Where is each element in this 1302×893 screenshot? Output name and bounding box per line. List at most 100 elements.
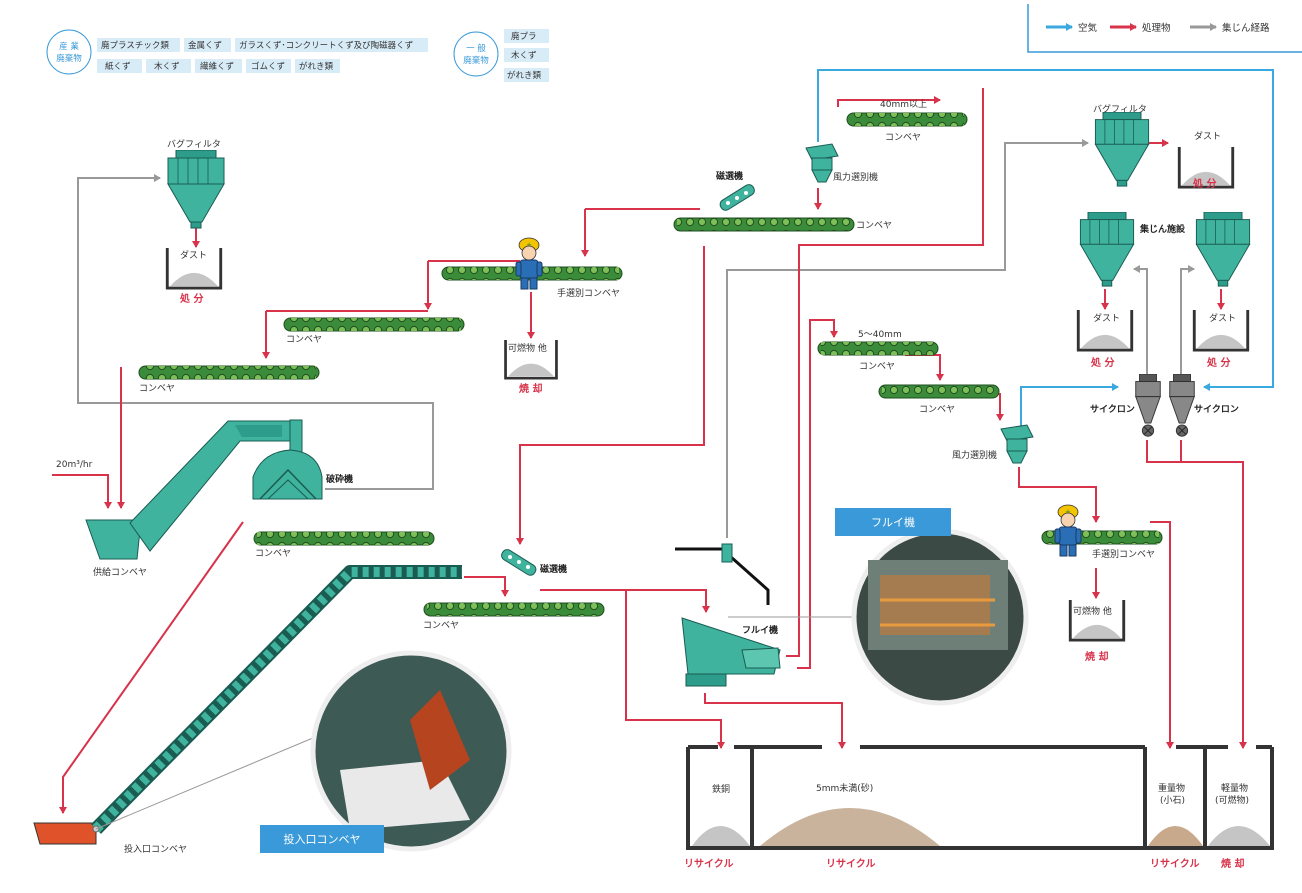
combustibles-bin <box>1068 600 1126 642</box>
light-pile <box>1208 826 1270 846</box>
dust-collector-left <box>1079 212 1135 287</box>
disposal-label: 処 分 <box>1192 177 1216 190</box>
light-sublabel: (可燃物) <box>1215 794 1249 806</box>
category-chip <box>184 38 231 52</box>
category-chip-text: 廃プラスチック類 <box>101 40 169 51</box>
photo-sieve-caption: フルイ機 <box>871 515 915 529</box>
dust-collector-right <box>1195 212 1251 287</box>
combustibles-label: 可燃物 他 <box>1073 605 1112 617</box>
incineration-label: 焼 却 <box>519 382 542 395</box>
cyclone-left <box>1135 374 1161 437</box>
over-40mm-label: 40mm以上 <box>880 99 927 110</box>
cyclone-right <box>1169 374 1195 437</box>
photo-inlet-caption-box <box>260 825 384 853</box>
magnetic-separator-label: 磁選機 <box>540 563 567 575</box>
category-chip <box>295 59 340 73</box>
legend-dust-route-label: 集じん経路 <box>1222 22 1270 34</box>
magnetic-separator-label: 磁選機 <box>716 170 743 182</box>
heavy-pile <box>1148 826 1203 846</box>
conveyor-label: コンベヤ <box>255 549 291 559</box>
inlet-conveyor <box>33 565 462 845</box>
dust-collection-label: 集じん施設 <box>1139 223 1186 235</box>
disposal-label: 処 分 <box>1090 356 1114 369</box>
general-waste-badge <box>453 31 499 77</box>
general-label-1: 一 般 <box>466 43 486 54</box>
cyclone-label: サイクロン <box>1090 404 1135 415</box>
inlet-conveyor-label: 投入口コンベヤ <box>124 843 187 855</box>
conveyor-label: コンベヤ <box>856 221 892 231</box>
category-chip <box>504 68 549 82</box>
sieve-machine <box>675 543 781 687</box>
dust-label: ダスト <box>1209 312 1236 324</box>
magnetic-separator <box>501 549 537 576</box>
size-5-40mm-label: 5～40mm <box>858 330 902 340</box>
recycle-label: リサイクル <box>826 858 876 870</box>
general-label-2: 廃棄物 <box>463 55 489 66</box>
heavy-label: 重量物 <box>1158 782 1185 794</box>
category-chip-text: 繊維くず <box>200 61 234 72</box>
category-chip <box>195 59 242 73</box>
category-chip <box>504 29 549 43</box>
worker-icon <box>515 237 543 290</box>
combustibles-label: 可燃物 他 <box>508 342 547 354</box>
sieve-label: フルイ機 <box>742 624 778 636</box>
recycle-label: リサイクル <box>1150 858 1200 870</box>
conveyor-label: コンベヤ <box>286 335 322 345</box>
category-chip <box>235 38 428 52</box>
disposal-label: 処 分 <box>179 292 203 305</box>
crusher <box>252 419 323 500</box>
crusher-label: 破砕機 <box>326 473 353 485</box>
cyclone-label: サイクロン <box>1194 404 1239 415</box>
dust-routes <box>77 139 1195 538</box>
conveyor-label: コンベヤ <box>139 384 175 394</box>
hand-sort-conveyor-label: 手選別コンベヤ <box>557 287 620 299</box>
legend: 空気 処理物 集じん経路 <box>1027 4 1302 53</box>
air-routes <box>817 69 1274 432</box>
worker-icon <box>1054 504 1082 557</box>
conveyor-label: コンベヤ <box>885 133 921 143</box>
incineration-label: 焼 却 <box>1221 857 1244 870</box>
dust-label: ダスト <box>1093 312 1120 324</box>
processed-routes <box>52 88 1247 814</box>
category-chip-text: がれき類 <box>299 61 334 72</box>
conveyor-label: コンベヤ <box>859 362 895 372</box>
category-chip-text: 廃プラ <box>511 31 537 42</box>
category-chip-text: がれき類 <box>507 70 542 81</box>
wind-separator-label: 風力選別機 <box>833 171 878 183</box>
supply-conveyor-label: 供給コンベヤ <box>93 566 147 578</box>
category-chip-text: ガラスくず･コンクリートくず及び陶磁器くず <box>239 40 413 51</box>
category-chip <box>97 59 142 73</box>
sand-pile <box>760 808 940 846</box>
conveyor-label: コンベヤ <box>423 621 459 631</box>
industrial-label-2: 廃棄物 <box>56 53 82 64</box>
industrial-label-1: 産 業 <box>59 41 79 52</box>
under-5mm-label: 5mm未満(砂) <box>816 782 873 794</box>
photo-inlet-caption: 投入口コンベヤ <box>284 832 361 846</box>
category-chip-text: 金属くず <box>188 40 222 51</box>
light-label: 軽量物 <box>1221 782 1248 794</box>
recycle-label: リサイクル <box>684 858 734 870</box>
waste-categories: 産 業 廃棄物 廃プラスチック類 金属くず ガラスくず･コンクリートくず及び陶磁… <box>46 29 549 82</box>
category-chip <box>504 48 549 62</box>
feed-rate-label: 20m³/hr <box>56 460 93 470</box>
magnetic-separator <box>719 184 755 211</box>
disposal-label: 処 分 <box>1206 356 1230 369</box>
legend-processed-label: 処理物 <box>1142 22 1171 34</box>
supply-conveyor <box>85 420 291 560</box>
dust-label: ダスト <box>1194 130 1221 142</box>
category-chip-text: ゴムくず <box>251 61 285 72</box>
dust-label: ダスト <box>180 249 207 261</box>
bag-filter-left <box>167 150 225 229</box>
bag-filter-right <box>1094 112 1150 187</box>
wind-separator <box>1000 424 1034 464</box>
iron-copper-pile <box>692 826 750 846</box>
incineration-label: 焼 却 <box>1085 650 1108 663</box>
bag-filter-label: バグフィルタ <box>167 138 221 150</box>
industrial-waste-badge <box>46 29 92 75</box>
category-chip-text: 木くず <box>511 50 537 61</box>
wind-separator-label: 風力選別機 <box>952 449 997 461</box>
category-chip-text: 木くず <box>154 61 180 72</box>
iron-copper-label: 鉄銅 <box>712 783 730 795</box>
conveyor-belts <box>138 112 1163 617</box>
